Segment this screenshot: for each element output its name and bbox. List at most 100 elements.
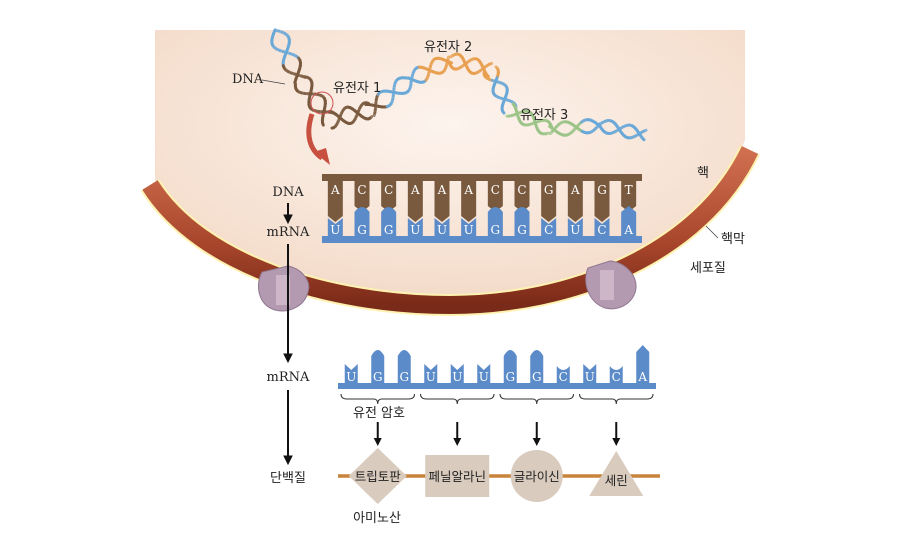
mrna-base [477,364,491,383]
dna-base [487,181,503,212]
mrna-base-letter: C [544,223,553,237]
mrna-base-letter: G [357,223,367,237]
mrna-base [487,207,503,236]
mrna-strand [338,383,656,389]
mrna-base [397,350,411,383]
codon-brace [420,393,495,405]
amino-acid-name: 글라이신 [514,469,560,484]
mrna-base [381,207,397,236]
mrna-base [344,364,358,383]
nuclear-membrane-inner [142,146,759,315]
dna-base [541,181,557,222]
flow-mrna-nucleus-label: mRNA [267,225,310,240]
dna-leader-line [261,79,286,85]
mrna-base [530,350,544,383]
mrna-base [594,218,610,236]
helix-strand-segment [485,73,490,79]
mrna-base [636,345,650,383]
dna-base-letter: C [491,183,500,197]
dna-base-letter: A [570,183,580,197]
mrna-base [327,218,343,236]
mrna-base [434,218,450,236]
nucleus-label: 핵 [697,166,709,181]
helix-strand-segment [488,61,494,66]
mrna-base-letter: U [426,370,436,384]
dna-base-letter: C [357,183,366,197]
nuclear-pore-right [585,260,637,310]
flow-protein-label: 단백질 [270,471,306,486]
mrna-base [371,350,385,383]
nuclear-pore-left [258,265,310,312]
helix-strand-segment [321,121,325,127]
dna-backbone [322,174,642,181]
mrna-base-letter: U [585,370,595,384]
helix-strand-segment [368,115,374,120]
helix-dna-label: DNA [232,72,264,87]
dna-base [407,181,423,222]
amino-acid-circle [510,450,563,502]
dna-base [354,181,370,212]
mrna-base-letter: G [517,223,527,237]
codon-label: 유전 암호 [353,406,405,421]
nuclear-membrane-label: 핵막 [721,232,745,247]
dna-base-letter: A [330,183,340,197]
codon-group [340,393,654,446]
mrna-base [503,350,517,383]
arrow-down-icon [283,214,293,225]
mrna-base-letter: U [570,223,580,237]
mrna-base-letter: C [559,370,568,384]
dna-base-letter: T [625,183,633,197]
mrna-base-letter: G [505,370,515,384]
helix-strand-segment [642,128,648,133]
amino-acid-square [425,455,490,497]
dna-base-letter: A [463,183,473,197]
mrna-base [354,207,370,236]
mrna-backbone [322,236,642,243]
dna-base-letter: A [437,183,447,197]
mrna-base-letter: U [437,223,447,237]
dna-base [327,181,343,222]
codon-brace [579,393,654,405]
amino-acid-label: 아미노산 [353,511,401,526]
codon-brace [340,393,415,405]
arrow-down-icon [612,438,621,446]
arrow-down-icon [453,438,462,446]
mrna-base [567,218,583,236]
dna-base-letter: C [384,183,393,197]
mrna-base [583,364,597,383]
arrow-down-icon [283,353,293,364]
mrna-base-letter: U [330,223,340,237]
amino-acid-name: 페닐알라닌 [428,469,486,484]
mrna-base [461,218,477,236]
helix-strand-segment [501,109,506,115]
mrna-base [514,207,530,236]
gene-3-label: 유전자 3 [520,108,568,123]
mrna-base-letter: A [623,223,633,237]
dna-base-letter: C [517,183,526,197]
mrna-base-letter: U [479,370,489,384]
mrna-base [407,218,423,236]
dna-base-letter: G [544,183,554,197]
cytoplasm-label: 세포질 [690,261,726,276]
mrna-base-letter: G [384,223,394,237]
mrna-base-letter: C [597,223,606,237]
flow-dna-label: DNA [272,185,304,200]
amino-acid-name: 트립토판 [355,469,402,484]
membrane-leader-line [705,225,719,239]
helix-strand-segment [640,136,646,142]
mrna-base-letter: U [410,223,420,237]
helix-strand-segment [544,131,550,136]
gene-1-label: 유전자 1 [333,81,381,96]
arrow-down-icon [532,438,541,446]
mrna-base-letter: U [464,223,474,237]
helix-strand-segment [446,55,451,62]
dna-base [461,181,477,222]
codon-brace [499,393,574,405]
dna-base [381,181,397,212]
mrna-base-letter: A [637,370,647,384]
mrna-base-letter: G [532,370,542,384]
mrna-base-letter: U [346,370,356,384]
